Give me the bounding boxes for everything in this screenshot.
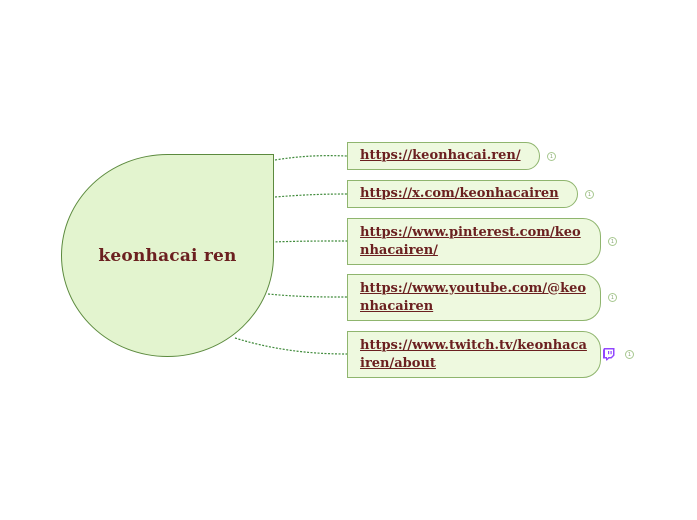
topic-node-youtube[interactable]: https://www.youtube.com/@keonhacairen [347,274,601,321]
connector-1 [274,155,348,161]
topic-node-pinterest[interactable]: https://www.pinterest.com/keonhacairen/ [347,218,601,265]
connector-3 [271,240,348,243]
topic-badge-1[interactable]: 1 [547,152,556,161]
twitch-link[interactable]: https://www.twitch.tv/keonhacairen/about [360,337,587,371]
topic-node-twitch[interactable]: https://www.twitch.tv/keonhacairen/about [347,331,601,378]
topic-node-website[interactable]: https://keonhacai.ren/ [347,142,540,170]
central-topic-title: keonhacai ren [98,245,237,266]
connector-2 [274,193,348,198]
topic-badge-5[interactable]: 1 [625,350,634,359]
twitch-icon [603,348,615,361]
youtube-link[interactable]: https://www.youtube.com/@keonhacairen [360,280,587,314]
pinterest-link[interactable]: https://www.pinterest.com/keonhacairen/ [360,224,581,258]
x-link[interactable]: https://x.com/keonhacairen [360,186,559,201]
connector-4 [267,293,348,298]
topic-badge-3[interactable]: 1 [608,237,617,246]
central-topic[interactable]: keonhacai ren [61,154,274,357]
topic-badge-2[interactable]: 1 [585,190,594,199]
topic-node-x[interactable]: https://x.com/keonhacairen [347,180,578,208]
topic-badge-4[interactable]: 1 [608,293,617,302]
website-link[interactable]: https://keonhacai.ren/ [360,148,521,163]
connector-5 [234,337,348,355]
